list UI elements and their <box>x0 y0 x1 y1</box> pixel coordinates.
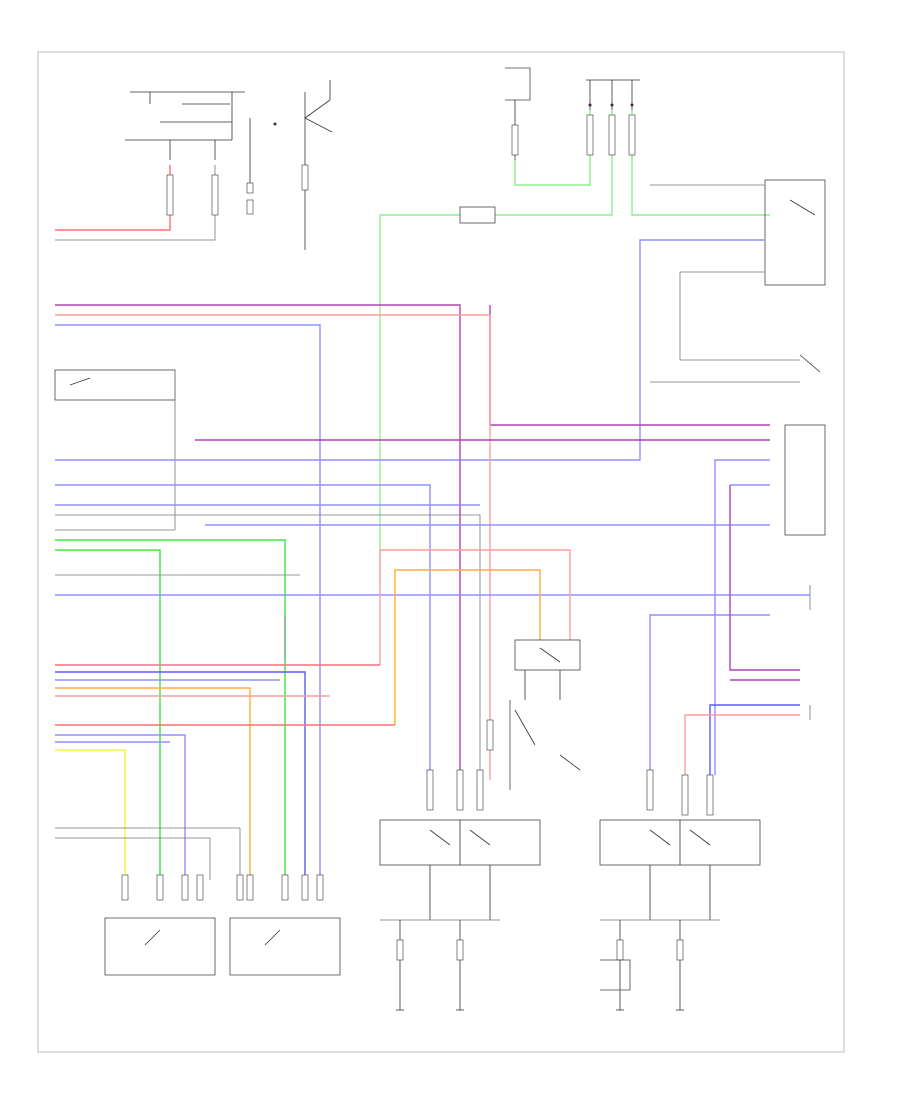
left-pressure-switch-box <box>379 819 541 1010</box>
wire-orange-loop <box>394 569 541 725</box>
wire-green-2 <box>55 549 161 880</box>
wire-blue-15 <box>709 704 800 780</box>
wire-green-top-3 <box>631 110 770 216</box>
wire-orange-2 <box>55 687 251 880</box>
left-small-module <box>54 369 176 531</box>
wire-purple-2 <box>489 305 770 426</box>
wire-lightgreen-top <box>514 110 591 186</box>
top-right-module <box>505 67 640 160</box>
wire-purple-13 <box>729 485 800 671</box>
diagram-frame <box>37 51 845 1053</box>
wire-blue-7 <box>55 671 306 880</box>
wire-lightblue-right-top <box>460 239 765 461</box>
wire-lightgreen-middle <box>379 214 460 585</box>
wire-purple-1 <box>55 304 461 775</box>
right-pressure-switch-box <box>599 819 761 1010</box>
middle-connectors <box>426 719 714 816</box>
right-module-group <box>784 424 826 720</box>
top-left-switch-group <box>125 80 333 250</box>
bottom-sensor-modules <box>55 827 341 976</box>
wire-lightblue-8 <box>55 734 186 880</box>
wire-pink-1 <box>55 314 491 780</box>
wire-lightblue-10 <box>714 459 770 775</box>
wire-green-1 <box>55 539 286 880</box>
wire-gray-top-left <box>55 165 216 241</box>
wire-lightblue-1 <box>55 324 321 880</box>
middle-relay <box>509 639 581 790</box>
right-relay-top <box>650 179 826 383</box>
wire-pink-loop <box>379 549 571 665</box>
wire-pink-16 <box>684 714 800 780</box>
wire-blue-3 <box>55 484 431 775</box>
wire-gray-5 <box>55 514 481 775</box>
wire-red-top-left <box>55 165 171 231</box>
wire-yellow-1 <box>55 749 126 880</box>
